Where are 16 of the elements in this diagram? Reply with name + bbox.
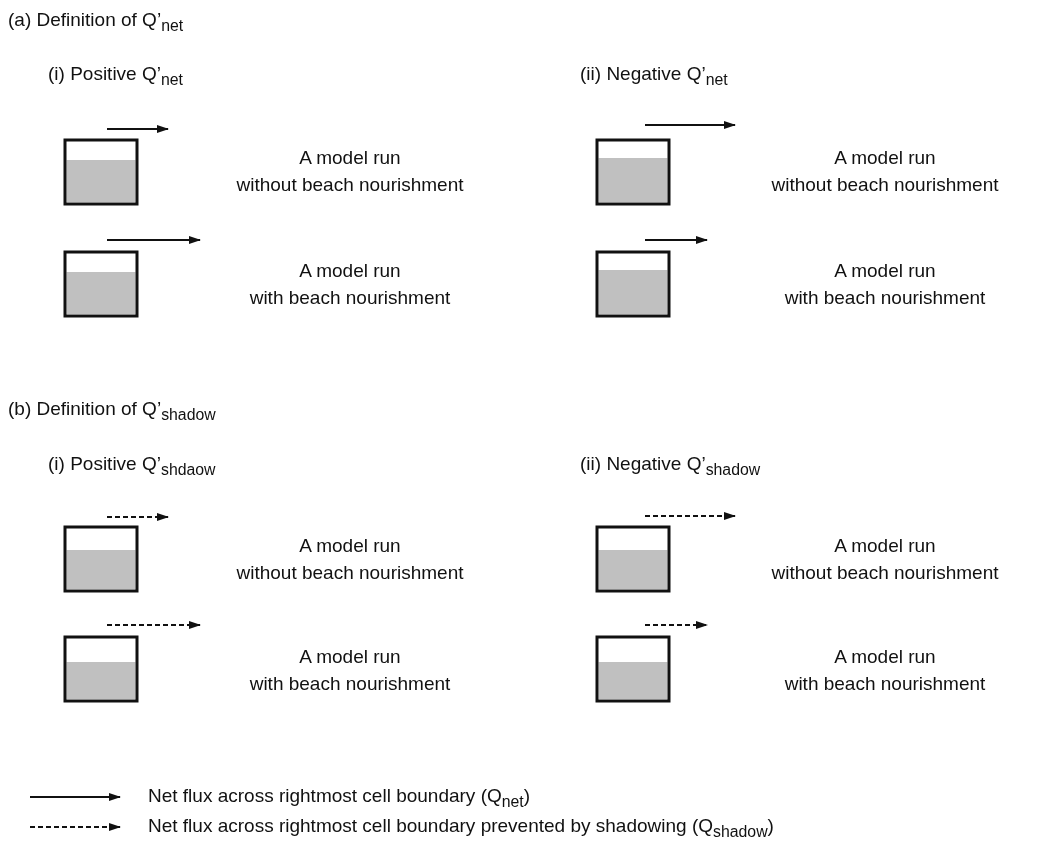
description-text: A model run with beach nourishment [249, 259, 451, 310]
description-text: A model run with beach nourishment [249, 645, 451, 696]
description-text: A model run without beach nourishment [771, 146, 999, 197]
description-text: A model run without beach nourishment [236, 146, 464, 197]
panel-heading: (a) Definition of Q’$_{net}$ [8, 8, 184, 36]
legend-text: Net flux across rightmost cell boundary (Q$_{net}$) [148, 784, 531, 812]
panel-heading: (b) Definition of Q’$_{shadow}$ [8, 397, 216, 425]
panel-heading: (i) Positive Q’$_{net}$ [48, 62, 183, 90]
panel-heading: (ii) Negative Q’$_{shadow}$ [580, 452, 761, 480]
legend-text: Net flux across rightmost cell boundary prevented by shadowing (Q$_{shadow}$) [148, 814, 774, 842]
description-text: A model run with beach nourishment [784, 259, 986, 310]
panel-heading: (i) Positive Q’$_{shdaow}$ [48, 452, 216, 480]
panel-heading: (ii) Negative Q’$_{net}$ [580, 62, 728, 90]
description-text: A model run without beach nourishment [236, 534, 464, 585]
description-text: A model run with beach nourishment [784, 645, 986, 696]
description-text: A model run without beach nourishment [771, 534, 999, 585]
